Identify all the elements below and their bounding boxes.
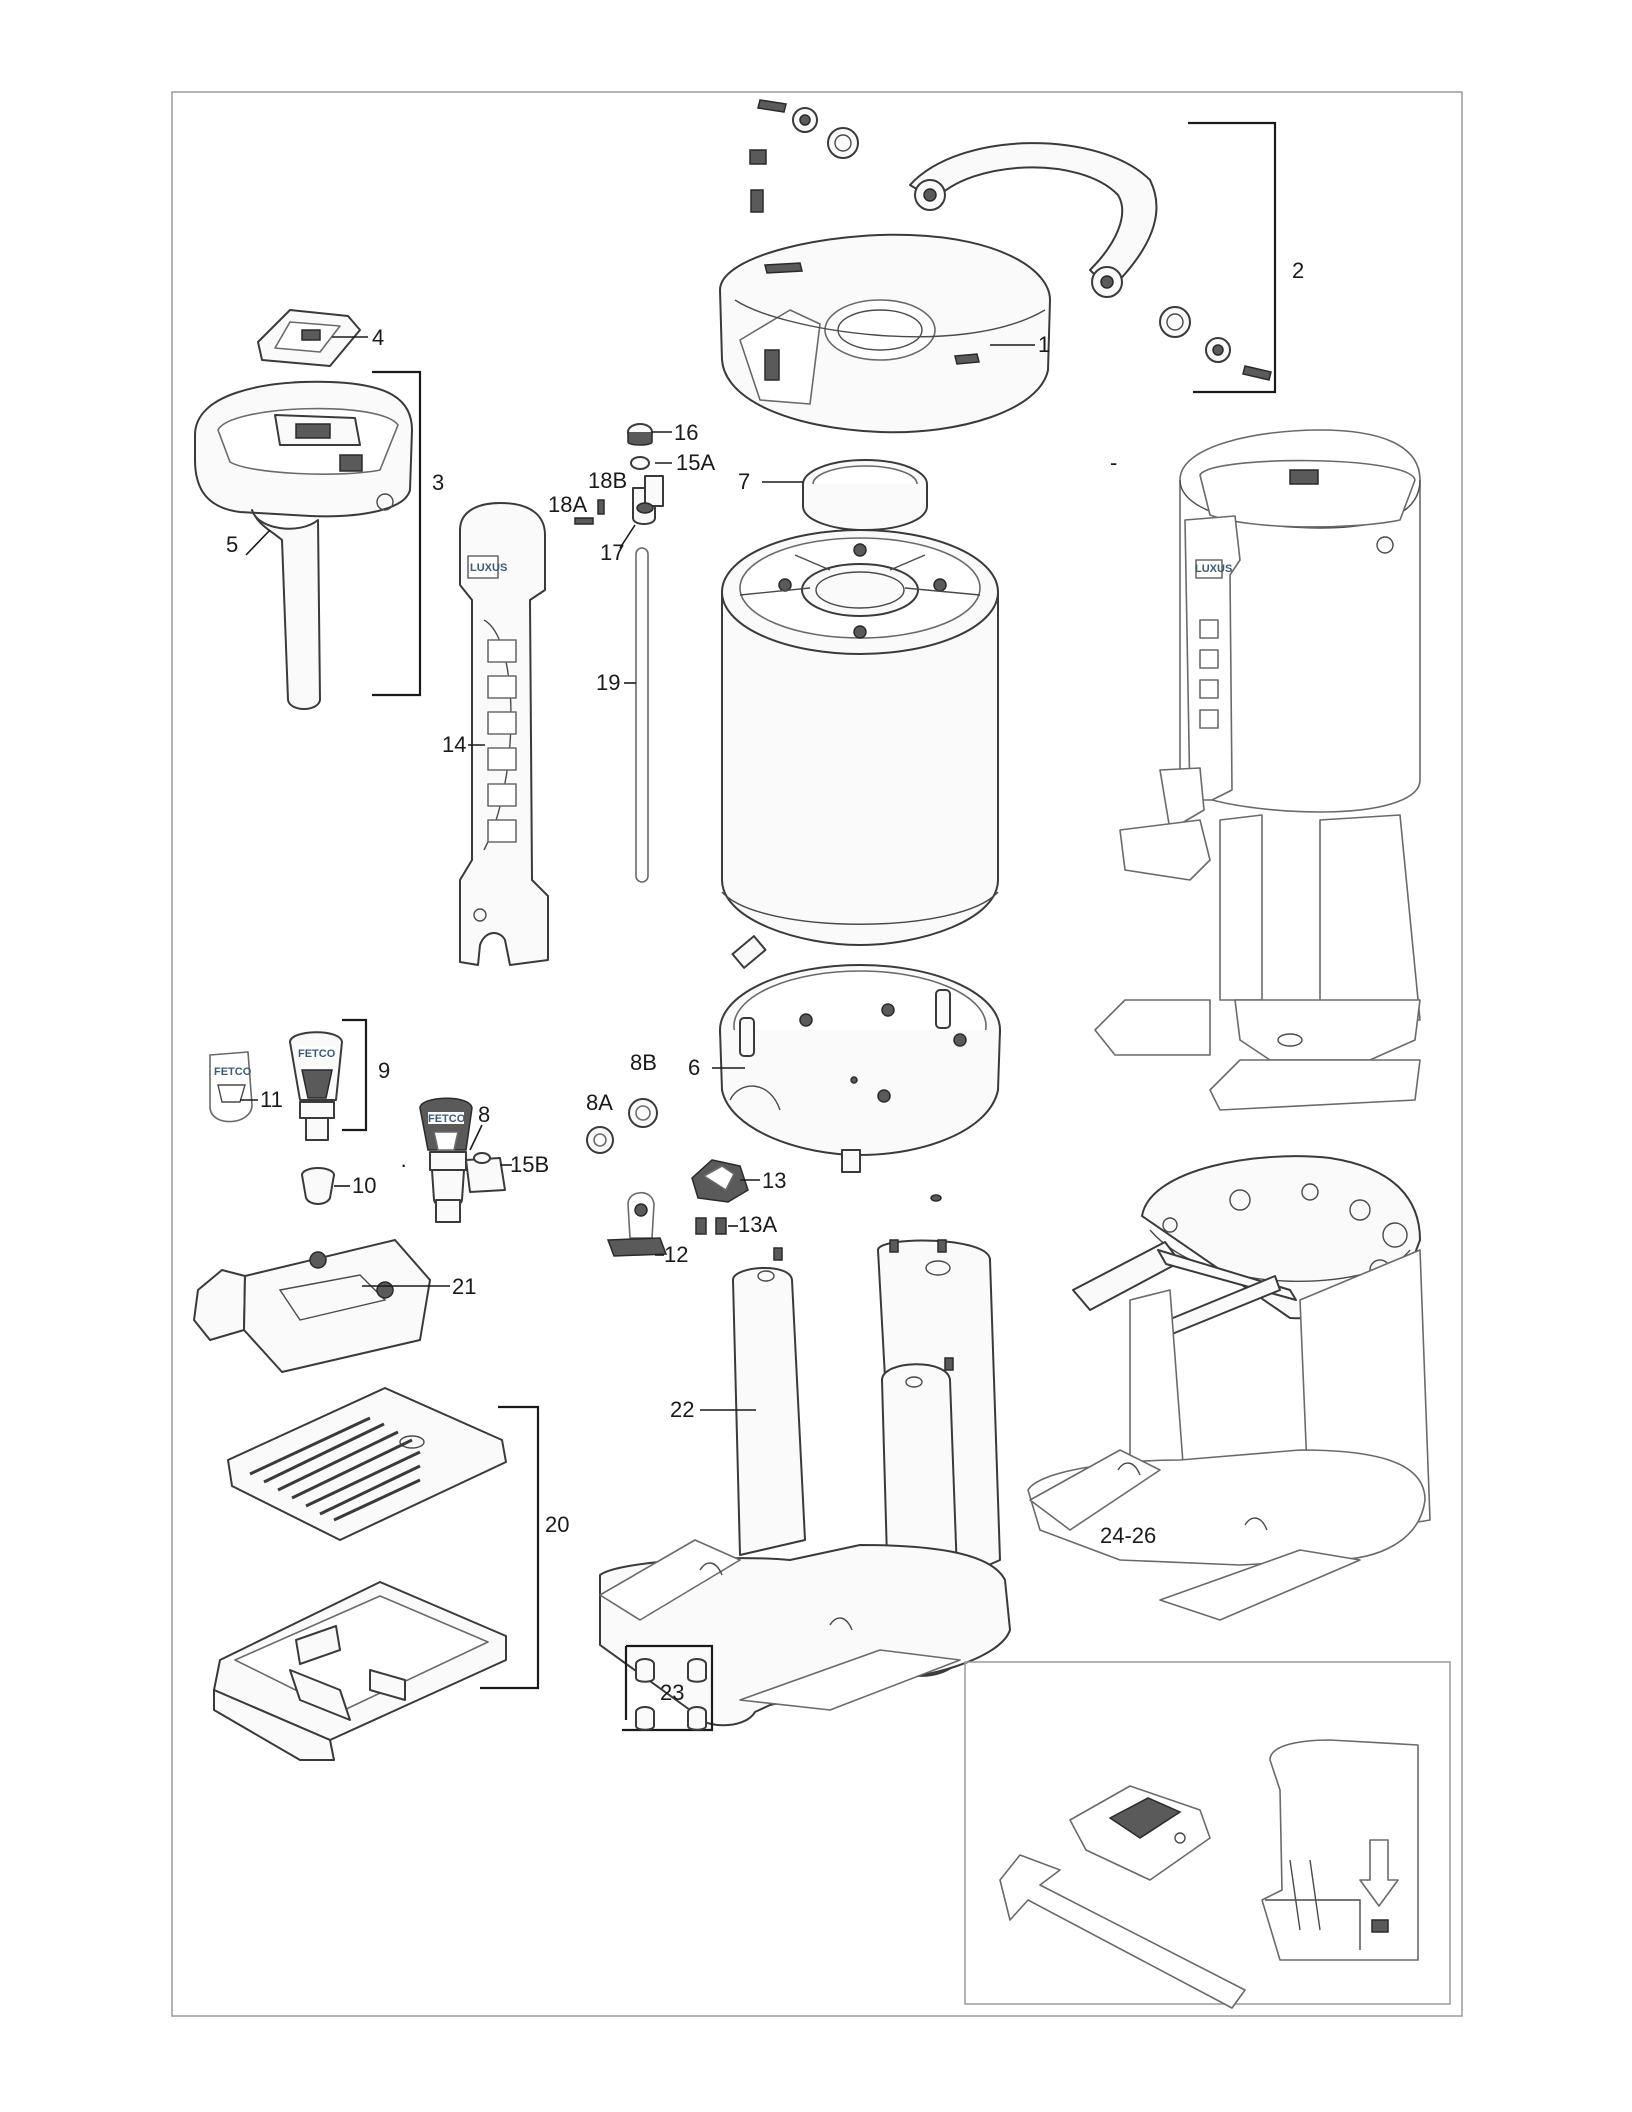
callout-18a: 18A — [548, 492, 587, 517]
leader-5 — [246, 530, 270, 555]
part-clamp-13 — [692, 1160, 748, 1202]
part-base-pan — [720, 965, 1000, 1172]
callout-8a: 8A — [586, 1090, 613, 1115]
brand-assembled-label: LUXUS — [1195, 563, 1232, 575]
foot — [636, 1707, 654, 1730]
brand-faucet: FETCO — [428, 1113, 466, 1125]
part-handle-kit-9: FETCO — [290, 1032, 342, 1140]
callout-8: 8 — [478, 1102, 490, 1127]
callout-18b: 18B — [588, 468, 627, 493]
part-screw-18b — [598, 500, 604, 514]
foot — [688, 1659, 706, 1682]
callout-13: 13 — [762, 1168, 786, 1193]
part-washer-15a — [631, 457, 649, 469]
part-lid-assembly — [720, 100, 1271, 432]
callout-16: 16 — [674, 420, 698, 445]
part-lid-seal — [803, 460, 927, 530]
part-screw-18a — [575, 518, 593, 524]
part-handle-11: FETCO — [210, 1052, 252, 1122]
foot — [636, 1659, 654, 1682]
inset-drip-tray-install — [965, 1662, 1450, 2008]
callout-7: 7 — [738, 469, 750, 494]
callout-12: 12 — [664, 1242, 688, 1267]
callout-19: 19 — [596, 670, 620, 695]
callout-11: 11 — [260, 1087, 283, 1112]
assembled-dispenser: LUXUS — [1095, 430, 1420, 1110]
part-tray-support-21 — [194, 1240, 430, 1372]
part-funnel-cover-4 — [258, 310, 360, 366]
leader-8 — [470, 1125, 482, 1150]
stray-dot: · — [400, 1152, 407, 1177]
part-gauge-panel-14: LUXUS — [460, 503, 548, 965]
part-nut-8b — [629, 1099, 657, 1127]
bracket-9 — [342, 1020, 366, 1130]
callout-22: 22 — [670, 1397, 694, 1422]
part-main-tank — [722, 530, 998, 968]
callout-17: 17 — [600, 540, 624, 565]
callout-6: 6 — [688, 1055, 700, 1080]
callout-23: 23 — [660, 1680, 684, 1705]
stray-mark: - — [1110, 450, 1117, 475]
callout-24-26: 24-26 — [1100, 1523, 1156, 1548]
part-faucet-8: FETCO — [420, 1098, 505, 1222]
callout-14: 14 — [442, 732, 466, 757]
bracket-2 — [1188, 123, 1275, 392]
part-gauge-elbow-17 — [633, 476, 663, 524]
part-washer-8a — [587, 1127, 613, 1153]
callout-10: 10 — [352, 1173, 376, 1198]
brand-panel-label: LUXUS — [470, 562, 507, 574]
brand-handle-11: FETCO — [214, 1066, 252, 1078]
part-gauge-tube-19 — [636, 548, 648, 882]
foot — [688, 1707, 706, 1730]
callout-13a: 13A — [738, 1212, 777, 1237]
callout-2: 2 — [1292, 258, 1304, 283]
callout-21: 21 — [452, 1274, 476, 1299]
callout-20: 20 — [545, 1512, 569, 1537]
part-bracket-12 — [608, 1193, 666, 1256]
part-drip-grate — [228, 1388, 506, 1540]
callout-5: 5 — [226, 532, 238, 557]
callout-9: 9 — [378, 1058, 390, 1083]
callout-8b: 8B — [630, 1050, 657, 1075]
callout-1: 1 — [1038, 332, 1050, 357]
part-base-assembly-24-26 — [1028, 1156, 1430, 1620]
callout-15b: 15B — [510, 1152, 549, 1177]
part-nut-10 — [302, 1168, 334, 1204]
brand-handle-9: FETCO — [298, 1048, 336, 1060]
part-drip-tray — [214, 1582, 506, 1760]
callout-4: 4 — [372, 325, 384, 350]
callout-3: 3 — [432, 470, 444, 495]
callout-15a: 15A — [676, 450, 715, 475]
part-gauge-cap-16 — [628, 424, 652, 445]
part-screws-13a — [696, 1218, 726, 1234]
